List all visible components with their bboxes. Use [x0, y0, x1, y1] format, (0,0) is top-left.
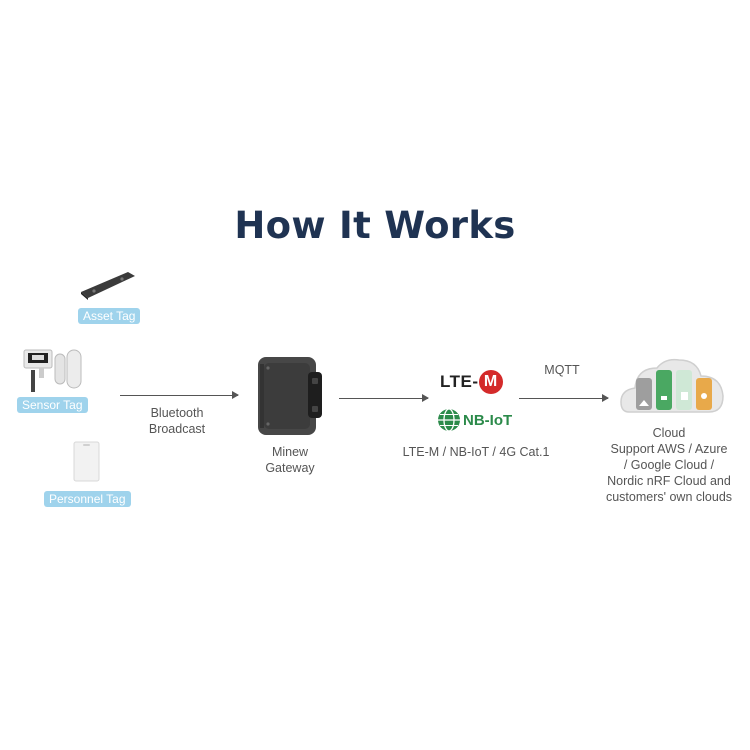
cloud-label: Cloud Support AWS / Azure / Google Cloud… — [605, 426, 733, 504]
network-caption: LTE-M / NB-IoT / 4G Cat.1 — [402, 445, 550, 459]
nb-iot-text: NB-IoT — [463, 411, 513, 429]
gateway-label: Minew Gateway — [265, 445, 315, 475]
page-title: How It Works — [234, 204, 516, 247]
lte-m-badge: M — [478, 370, 503, 394]
asset-tag-label: Asset Tag — [78, 308, 141, 324]
gateway-device — [258, 357, 322, 435]
cloud-icon — [620, 358, 724, 413]
bluetooth-arrow — [120, 391, 239, 399]
bluetooth-label: Bluetooth Broadcast — [148, 406, 206, 436]
cellular-arrow — [339, 394, 429, 402]
sensor-tag-label: Sensor Tag — [17, 397, 88, 413]
asset-tag-device — [81, 272, 135, 300]
lte-logo-text: LTE- — [440, 372, 479, 391]
sensor-tag-device — [23, 349, 82, 392]
lte-m-logo: LTE- M — [440, 369, 503, 395]
mqtt-label: MQTT — [544, 363, 580, 377]
personnel-tag-device — [73, 441, 100, 482]
nb-iot-logo: NB-IoT — [437, 408, 512, 432]
globe-icon — [438, 408, 460, 432]
mqtt-arrow — [519, 394, 609, 402]
personnel-tag-label: Personnel Tag — [44, 491, 131, 507]
